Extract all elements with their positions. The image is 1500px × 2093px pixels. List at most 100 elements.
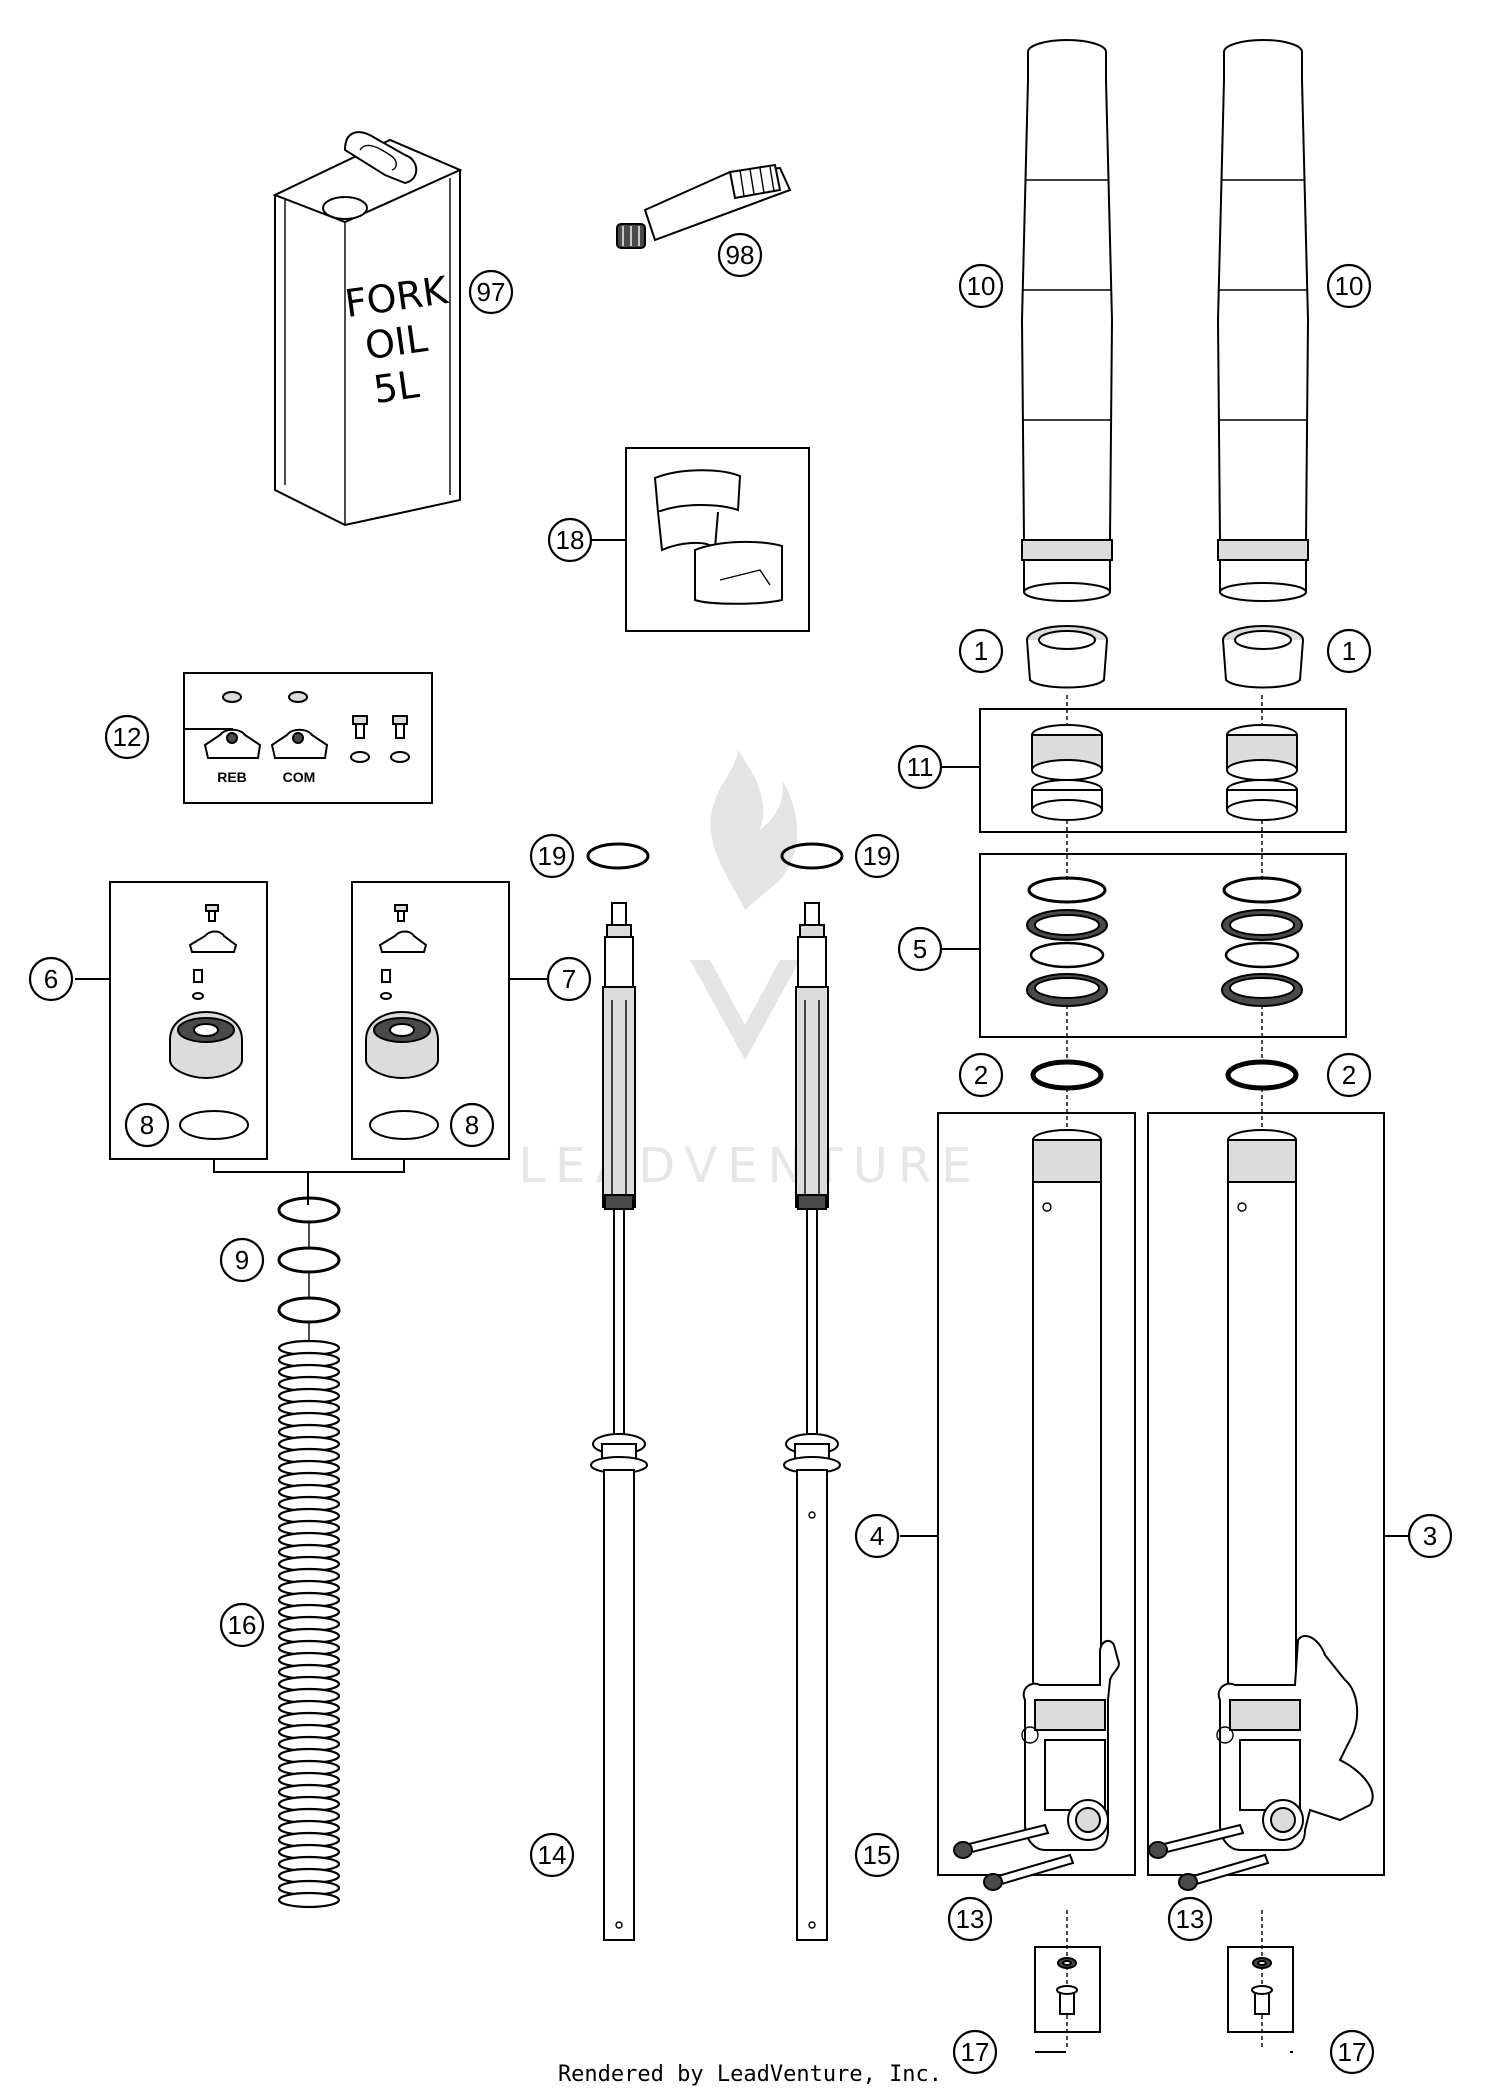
- svg-text:8: 8: [465, 1110, 479, 1140]
- kit-3-frame: [1147, 1112, 1385, 1876]
- inner-tube-left-assembly: [1021, 1129, 1120, 1851]
- callout-10-left: 10: [958, 263, 1004, 309]
- svg-text:5: 5: [913, 934, 927, 964]
- callout-5: 5: [897, 926, 943, 972]
- callout-17-right: 17: [1329, 2029, 1375, 2075]
- callout-97: 97: [468, 269, 514, 315]
- outer-tube-left: [1020, 39, 1114, 602]
- damping-cartridge-right: [783, 902, 841, 1941]
- kit-7-frame: [351, 881, 510, 1160]
- fork-seal-set-left: [1026, 876, 1108, 1007]
- axle-clamp-bolts-right: [1148, 1823, 1270, 1891]
- callout-8-left: 8: [124, 1102, 170, 1148]
- kit-4-frame: [937, 1112, 1136, 1876]
- bottom-screw-right: [1251, 1957, 1273, 2015]
- svg-text:16: 16: [228, 1610, 257, 1640]
- kit-5-frame: [979, 853, 1347, 1038]
- callout-10-right: 10: [1326, 263, 1372, 309]
- leader-lines: [75, 539, 1408, 2053]
- svg-text:2: 2: [974, 1060, 988, 1090]
- axis-lines: [1066, 695, 1263, 2050]
- inner-tube-right-assembly: [1216, 1129, 1374, 1851]
- kit-12-frame: [183, 672, 433, 804]
- fork-cap-left-kit: [109, 881, 268, 1160]
- callout-19-right: 19: [854, 833, 900, 879]
- svg-text:13: 13: [1176, 1904, 1205, 1934]
- svg-text:11: 11: [907, 752, 934, 782]
- svg-text:1: 1: [974, 636, 988, 666]
- callout-7: 7: [546, 956, 592, 1002]
- callout-1-left: 1: [958, 628, 1004, 674]
- svg-text:97: 97: [477, 277, 506, 307]
- svg-text:12: 12: [113, 722, 142, 752]
- watermark-brand-text: LEADVENTURE: [518, 1138, 981, 1194]
- footer-credit: Rendered by LeadVenture, Inc.: [558, 2062, 942, 2087]
- kit-6-frame: [109, 881, 268, 1160]
- callout-12: 12: [104, 714, 150, 760]
- callout-11: 11: [897, 744, 943, 790]
- cartridge-seal-right: [780, 842, 844, 870]
- callout-19-left: 19: [529, 833, 575, 879]
- callout-6: 6: [28, 956, 74, 1002]
- svg-text:15: 15: [863, 1840, 892, 1870]
- fork-seal-set-right: [1221, 876, 1303, 1007]
- callout-8-right: 8: [449, 1102, 495, 1148]
- svg-text:8: 8: [140, 1110, 154, 1140]
- fork-oil-can: FORK OIL 5L: [272, 131, 463, 527]
- kit-17-left-frame: [1034, 1946, 1101, 2033]
- grease-tube: [616, 163, 792, 249]
- can-label-line3: 5L: [371, 362, 422, 412]
- callout-15: 15: [854, 1832, 900, 1878]
- callout-2-right: 2: [1326, 1052, 1372, 1098]
- cartridge-seal-left: [586, 842, 650, 870]
- bottom-screw-left: [1056, 1957, 1078, 2015]
- svg-text:18: 18: [556, 525, 585, 555]
- outer-tube-guide-ring-left: [1026, 625, 1108, 689]
- svg-text:9: 9: [235, 1245, 249, 1275]
- svg-text:19: 19: [863, 841, 892, 871]
- leadventure-watermark: LEADVENTURE: [518, 750, 981, 1194]
- callout-98: 98: [717, 232, 763, 278]
- svg-text:98: 98: [726, 240, 755, 270]
- svg-text:19: 19: [538, 841, 567, 871]
- reb-knob-label: REB: [217, 769, 247, 785]
- callout-9: 9: [219, 1237, 265, 1283]
- dust-ring-right: [1225, 1059, 1299, 1091]
- svg-text:6: 6: [44, 964, 58, 994]
- callout-4: 4: [854, 1513, 900, 1559]
- outer-tube-guide-ring-right: [1222, 625, 1304, 689]
- clamp-sleeves-kit: [625, 447, 810, 632]
- svg-text:17: 17: [961, 2037, 990, 2067]
- svg-text:13: 13: [956, 1904, 985, 1934]
- callout-13-right: 13: [1167, 1896, 1213, 1942]
- com-knob-label: COM: [283, 769, 316, 785]
- svg-text:1: 1: [1342, 636, 1356, 666]
- svg-text:10: 10: [967, 271, 996, 301]
- spring-spacer-washers: [277, 1196, 341, 1340]
- svg-text:2: 2: [1342, 1060, 1356, 1090]
- callout-18: 18: [547, 517, 593, 563]
- dust-ring-left: [1030, 1059, 1104, 1091]
- outer-tube-right: [1216, 39, 1310, 602]
- svg-text:17: 17: [1338, 2037, 1367, 2067]
- callout-2-left: 2: [958, 1052, 1004, 1098]
- bushing-pair-left: [1031, 724, 1103, 821]
- axle-clamp-bolts-left: [953, 1823, 1075, 1891]
- adjuster-knob-kit: REB COM: [183, 672, 433, 804]
- callout-16: 16: [219, 1602, 265, 1648]
- callout-14: 14: [529, 1832, 575, 1878]
- svg-text:10: 10: [1335, 271, 1364, 301]
- fork-cap-right-kit: [351, 881, 510, 1160]
- svg-text:4: 4: [870, 1521, 884, 1551]
- kit-17-right-frame: [1227, 1946, 1294, 2033]
- spring-coil: [277, 1891, 341, 1909]
- callout-3: 3: [1407, 1513, 1453, 1559]
- callout-1-right: 1: [1326, 628, 1372, 674]
- svg-text:7: 7: [562, 964, 576, 994]
- callout-17-left: 17: [952, 2029, 998, 2075]
- flame-logo-watermark: [690, 750, 800, 1060]
- kit-11-frame: [979, 708, 1347, 833]
- svg-text:14: 14: [538, 1840, 567, 1870]
- svg-text:3: 3: [1423, 1521, 1437, 1551]
